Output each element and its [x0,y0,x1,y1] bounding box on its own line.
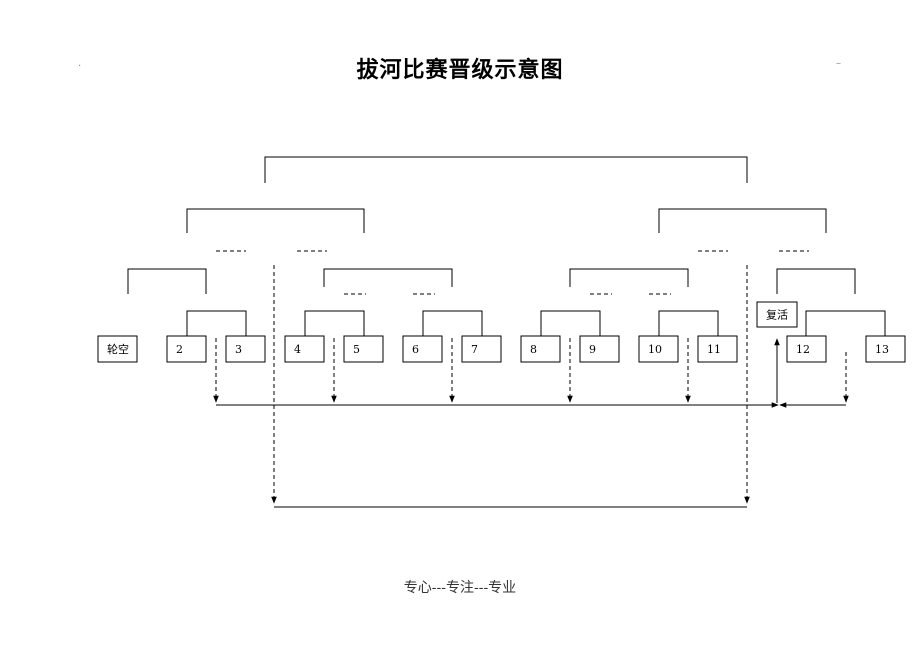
footer-text: 专心---专注---专业 [403,580,517,596]
qf-bracket-4 [776,268,856,294]
r1-bracket-6-7 [422,310,483,336]
team-label-revive: 复活 [766,308,788,322]
r1-bracket-12-13 [805,310,886,336]
semi-bracket-right [658,208,827,233]
team-box-t8 [520,335,561,363]
team-label-t2: 2 [176,343,183,356]
team-box-t12 [786,335,827,363]
team-label-t12: 12 [796,343,810,356]
qf-bracket-3 [569,268,689,287]
team-box-t5 [343,335,384,363]
corner-mark-left: . [78,58,82,69]
team-box-t9 [579,335,620,363]
team-label-t6: 6 [412,343,419,356]
team-label-t7: 7 [471,343,478,356]
r1-bracket-10-11 [658,310,719,336]
team-box-t11 [697,335,738,363]
team-box-t2 [166,335,207,363]
final-bracket-line [264,156,748,183]
r1-bracket-4-5 [304,310,365,336]
team-label-bye: 轮空 [107,342,129,356]
team-label-t13: 13 [875,343,889,356]
team-box-t7 [461,335,502,363]
corner-mark-right: – [836,58,841,69]
qf-bracket-1 [127,268,207,294]
team-box-bye [97,335,138,363]
team-label-t4: 4 [294,343,301,356]
team-label-t5: 5 [353,343,360,356]
team-box-t3 [225,335,266,363]
team-label-t9: 9 [589,343,596,356]
team-label-t11: 11 [707,343,721,356]
team-label-t8: 8 [530,343,537,356]
qf-bracket-2 [323,268,453,287]
r1-bracket-8-9 [540,310,601,336]
team-label-t10: 10 [648,343,662,356]
page-title: 拔河比赛晋级示意图 [356,57,564,83]
team-box-t6 [402,335,443,363]
team-box-t4 [284,335,325,363]
r1-bracket-2-3 [186,310,247,336]
semi-bracket-left [186,208,365,233]
team-box-revive [756,301,798,328]
team-label-t3: 3 [235,343,242,356]
team-box-t13 [865,335,906,363]
team-box-t10 [638,335,679,363]
